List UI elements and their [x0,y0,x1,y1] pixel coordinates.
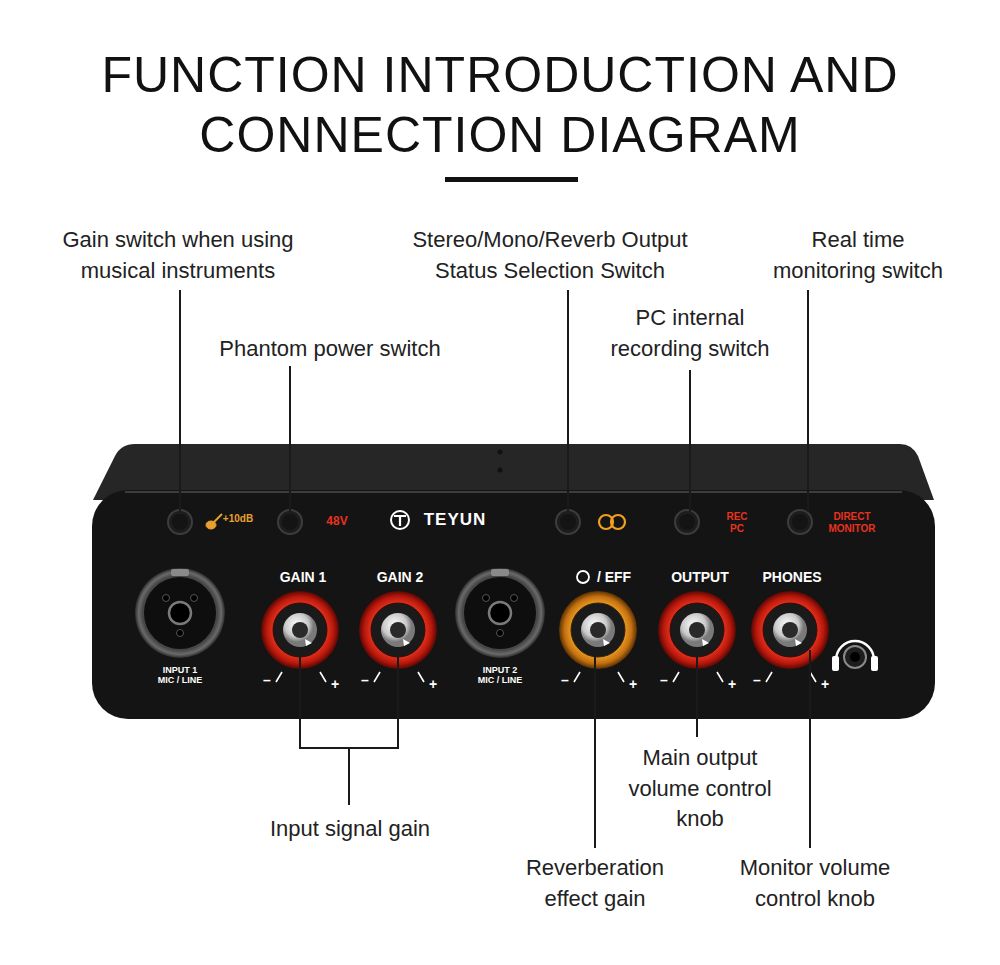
input-label: INPUT 2 MIC / LINE [475,665,525,686]
leader-line [689,370,691,512]
headphone-cup [871,656,878,671]
switch-label: DIRECT MONITOR [823,511,881,534]
scale-minus: – [263,672,271,688]
scale-tick [320,672,326,682]
callout-label: Phantom power switch [180,334,480,365]
input-1-jack [135,568,225,658]
screw-hole [498,450,503,455]
output-mode-switch [556,510,580,534]
brand-logo [391,511,409,529]
input-2-jack [455,568,545,658]
guitar-icon [206,514,222,529]
screw-hole [498,468,503,473]
brand-name: TEYUN [424,510,487,530]
callout-label: Real time monitoring switch [761,225,956,286]
rec-pc-switch [675,510,699,534]
leader-line [567,290,569,512]
scale-plus: + [629,676,637,692]
callout-label: Monitor volume control knob [723,853,908,914]
bracket-line [300,650,398,805]
scale-plus: + [821,676,829,692]
logo-mark [394,516,406,526]
callout-label: Main output volume control knob [618,743,783,835]
scale-minus: – [753,672,761,688]
scale-plus: + [429,676,437,692]
scale-minus: – [660,672,668,688]
callout-label: Input signal gain [220,814,480,845]
phone-jack-hole [850,652,860,662]
callout-label: Stereo/Mono/Reverb Output Status Selecti… [385,225,715,286]
phantom-label: 48V [326,515,347,529]
guitar-neck [213,514,222,523]
headphone-band [836,641,874,660]
instrument-gain-switch [168,510,192,534]
knob-label: GAIN 2 [377,569,424,585]
leader-line [696,650,698,737]
leader-lines [180,290,810,848]
front-edge-highlight [125,491,902,493]
scale-plus: + [728,676,736,692]
scale-tick [418,672,424,682]
knob-label: GAIN 1 [280,569,327,585]
leader-line [594,650,596,848]
scale-plus: + [331,676,339,692]
interface-panel: +10dB 48V TEYUN REC PC DIRECT MONITOR INPUT 1… [92,440,935,720]
direct-monitor-switch [788,510,812,534]
callout-label: PC internal recording switch [598,303,783,364]
scale-minus: – [561,672,569,688]
scale-tick [276,672,282,682]
switch-label: REC PC [723,511,751,534]
stereo-ring [611,515,625,529]
gain-boost-label: +10dB [223,513,253,525]
phone-jack-ring [844,646,866,668]
leader-line [179,290,181,512]
input-label: INPUT 1 MIC / LINE [155,665,205,686]
logo-ring [391,511,409,529]
scale-tick [618,672,624,682]
knob-label: PHONES [762,569,821,585]
leader-line [809,650,811,848]
knob-label: / EFF [597,569,631,585]
device-front [92,490,935,719]
mono-circle [577,571,589,583]
title-underline [445,177,578,182]
headphone-jack [832,641,878,671]
headphone-cup [832,656,839,671]
scale-tick [374,672,380,682]
callout-label: Gain switch when using musical instrumen… [38,225,318,286]
scale-tick [574,672,580,682]
knob-label: OUTPUT [671,569,729,585]
scale-tick [673,672,679,682]
leader-line [289,366,291,512]
scale-tick [717,672,723,682]
leader-line [807,290,809,512]
scale-tick [766,672,772,682]
page-title: FUNCTION INTRODUCTION AND CONNECTION DIA… [50,45,950,165]
phantom-switch [278,510,302,534]
phones-knob [751,591,829,669]
scale-minus: – [361,672,369,688]
effect-knob [559,591,637,669]
callout-label: Reverberation effect gain [510,853,680,914]
